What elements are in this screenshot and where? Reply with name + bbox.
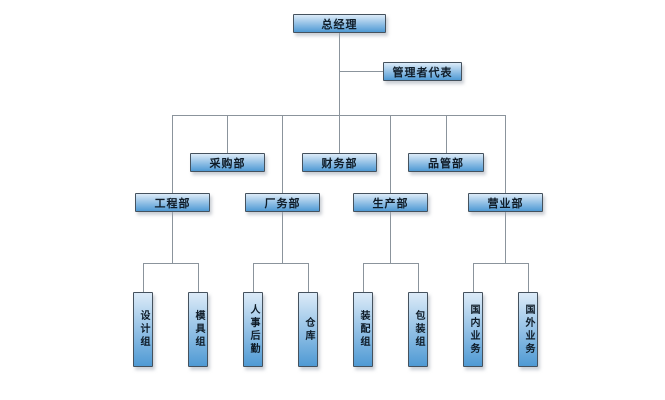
connector-line — [446, 115, 447, 153]
org-node-label: 工程部 — [154, 196, 191, 210]
org-node-label: 包装组 — [413, 310, 424, 349]
connector-line — [390, 212, 391, 263]
org-node-label: 人事后勤 — [248, 303, 259, 356]
org-node-label: 厂务部 — [264, 196, 301, 210]
org-node-management-rep: 管理者代表 — [383, 62, 462, 81]
connector-line — [339, 115, 340, 153]
org-node-label: 营业部 — [487, 196, 524, 210]
org-node-label: 总经理 — [321, 17, 358, 31]
org-node-label: 生产部 — [372, 196, 409, 210]
connector-line — [390, 115, 391, 193]
connector-line — [282, 212, 283, 263]
org-node-production: 生产部 — [353, 193, 428, 212]
org-node-sales: 营业部 — [468, 193, 543, 212]
org-node-label: 模具组 — [193, 310, 204, 349]
org-node-hr-logistics: 人事后勤 — [243, 292, 263, 367]
org-node-quality: 品管部 — [408, 153, 484, 172]
org-node-label: 装配组 — [358, 310, 369, 349]
org-node-mold-group: 模具组 — [188, 292, 208, 367]
org-node-label: 财务部 — [321, 156, 358, 170]
connector-line — [339, 71, 383, 72]
connector-line — [308, 263, 309, 292]
connector-line — [172, 115, 173, 193]
org-node-overseas-business: 国外业务 — [518, 292, 538, 367]
org-node-label: 仓库 — [303, 316, 314, 343]
connector-line — [505, 115, 506, 193]
connector-line — [418, 263, 419, 292]
connector-line — [198, 263, 199, 292]
connector-line — [143, 263, 144, 292]
org-node-engineering: 工程部 — [135, 193, 210, 212]
org-node-finance: 财务部 — [302, 153, 377, 172]
connector-line — [528, 263, 529, 292]
connector-line — [363, 263, 364, 292]
connector-line — [227, 115, 228, 153]
connector-line — [143, 263, 199, 264]
org-node-general-manager: 总经理 — [293, 14, 386, 33]
org-node-assembly-group: 装配组 — [353, 292, 373, 367]
org-node-purchasing: 采购部 — [190, 153, 265, 172]
connector-line — [253, 263, 309, 264]
connector-line — [363, 263, 419, 264]
connector-line — [473, 263, 474, 292]
connector-line — [172, 212, 173, 263]
org-node-packaging-group: 包装组 — [408, 292, 428, 367]
org-node-design-group: 设计组 — [133, 292, 153, 367]
connector-line — [505, 212, 506, 263]
connector-line — [339, 33, 340, 115]
org-node-label: 品管部 — [428, 156, 464, 170]
org-node-label: 国内业务 — [468, 303, 479, 356]
org-node-factory-affairs: 厂务部 — [245, 193, 320, 212]
org-node-label: 管理者代表 — [392, 65, 453, 79]
org-node-label: 采购部 — [209, 156, 246, 170]
org-node-label: 国外业务 — [523, 303, 534, 356]
org-node-label: 设计组 — [138, 310, 149, 349]
connector-line — [253, 263, 254, 292]
connector-line — [282, 115, 283, 193]
org-node-domestic-business: 国内业务 — [463, 292, 483, 367]
connector-line — [473, 263, 529, 264]
org-node-warehouse: 仓库 — [298, 292, 318, 367]
